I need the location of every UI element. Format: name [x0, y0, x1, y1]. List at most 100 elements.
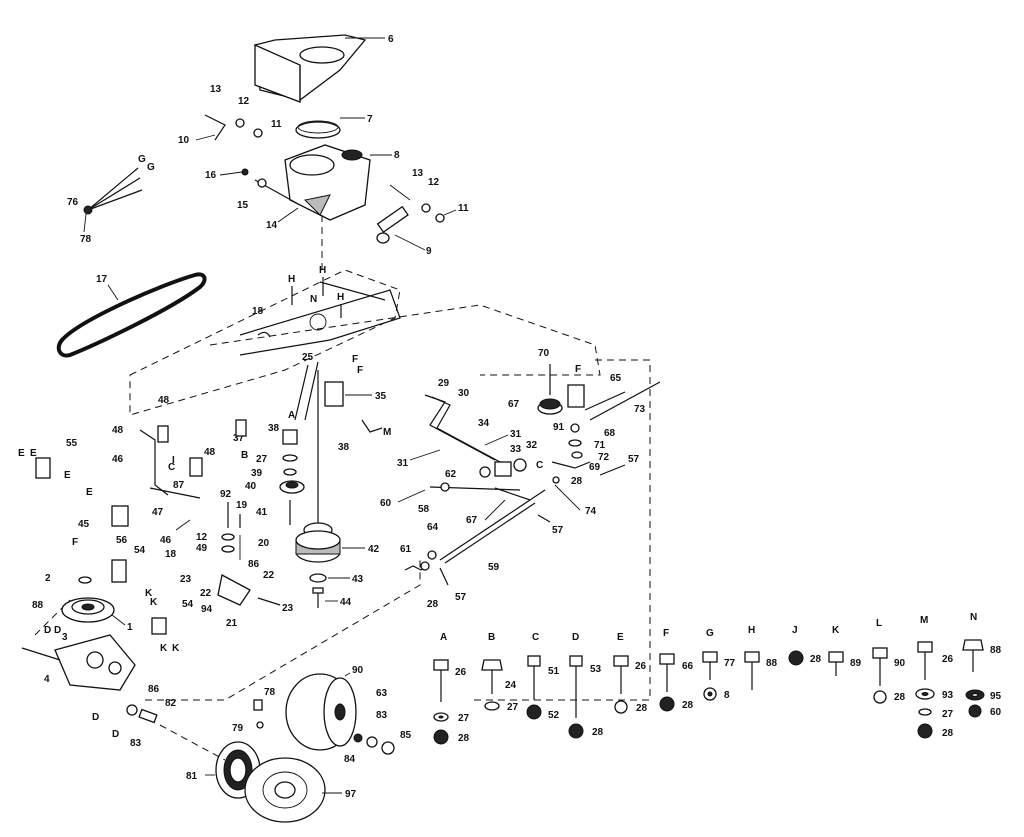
callout-95: 86	[248, 559, 260, 570]
legend-d-part-1: 53	[590, 664, 602, 675]
label-k1: K	[145, 588, 153, 599]
callout-59: 59	[488, 562, 500, 573]
label-f4: F	[575, 364, 581, 375]
callout-61: 61	[400, 544, 412, 555]
callout-69: 69	[589, 462, 601, 473]
callout-67a: 67	[508, 399, 520, 410]
label-a: A	[288, 410, 295, 421]
part-9-lever: 9 11 12 13	[376, 168, 469, 257]
callout-27: 27	[256, 454, 268, 465]
legend-key-g: G	[706, 628, 714, 639]
legend-c-part-2: 52	[548, 710, 560, 721]
callout-49: 49	[196, 543, 208, 554]
label-g2: G	[147, 162, 155, 173]
callout-57b: 57	[552, 525, 564, 536]
legend-key-e: E	[617, 632, 624, 643]
callout-56: 56	[116, 535, 128, 546]
callout-73: 73	[634, 404, 646, 415]
label-d2: D	[54, 625, 61, 636]
callout-38: 38	[268, 423, 280, 434]
legend-key-b: B	[488, 632, 495, 643]
callout-45: 45	[78, 519, 90, 530]
right-clutch-assembly: 70 67 F 65 73 91 68 71 72 69 57 28	[508, 348, 661, 487]
callout-44: 44	[340, 597, 352, 608]
legend-n: N 88 95 60	[962, 612, 1002, 718]
label-k3: K	[160, 643, 168, 654]
callout-31b: 31	[397, 458, 409, 469]
callout-4: 4	[44, 674, 50, 685]
callout-39: 39	[251, 468, 263, 479]
legend-key-n: N	[970, 612, 977, 623]
legend-key-f: F	[663, 628, 669, 639]
label-k2: K	[150, 597, 158, 608]
legend-c: C 51 52	[526, 632, 560, 721]
label-c2: C	[536, 460, 543, 471]
part-14-16-shaft: 16 15 14	[205, 168, 301, 231]
callout-54b: 54	[182, 599, 194, 610]
callout-34: 34	[478, 418, 490, 429]
callout-97: 97	[345, 789, 357, 800]
legend-key-j: J	[792, 625, 798, 636]
callout-58: 58	[418, 504, 430, 515]
part-7-ring: 7	[295, 114, 373, 139]
legend-key-c: C	[532, 632, 539, 643]
callout-62: 62	[445, 469, 457, 480]
label-k4: K	[172, 643, 180, 654]
legend-key-d: D	[572, 632, 579, 643]
label-g1: G	[138, 154, 146, 165]
legend-key-m: M	[920, 615, 928, 626]
callout-57a: 57	[455, 592, 467, 603]
callout-79: 79	[232, 723, 244, 734]
callout-48b: 48	[112, 425, 124, 436]
legend-h: H 88	[744, 625, 778, 690]
part-10-13-left-lever: 13 12 11 10	[178, 84, 282, 146]
legend-key-l: L	[876, 618, 882, 629]
label-m: M	[383, 427, 391, 438]
callout-23b: 23	[282, 603, 294, 614]
callout-17: 17	[96, 274, 108, 285]
label-d3: D	[92, 712, 99, 723]
label-d4: D	[112, 729, 119, 740]
callout-10: 10	[178, 135, 190, 146]
part-90-wheel: 90 63 83 84 85 78 79	[232, 665, 412, 765]
callout-12b: 12	[428, 177, 440, 188]
legend-b-part-1: 24	[505, 680, 517, 691]
label-e1: E	[18, 448, 25, 459]
legend-m-part-1: 26	[942, 654, 954, 665]
legend-a: A 26 27 28	[433, 632, 470, 745]
part-8-tank: 8	[284, 144, 400, 275]
callout-86: 86	[148, 684, 160, 695]
steering-assembly: 29 30 34 31 31 33 32 62 C	[397, 378, 543, 480]
legend-f: F 66 28	[659, 628, 694, 712]
callout-29: 29	[438, 378, 450, 389]
left-brackets: 48 48 46 C I 48 87 47 55 E E E	[18, 395, 216, 518]
callout-12c: 12	[196, 532, 208, 543]
callout-63: 63	[376, 688, 388, 699]
callout-84: 84	[344, 754, 356, 765]
callout-6: 6	[388, 34, 394, 45]
callout-66: 88	[32, 600, 44, 611]
callout-81: 81	[186, 771, 198, 782]
callout-22a: 22	[200, 588, 212, 599]
callout-32: 32	[526, 440, 538, 451]
callout-46a: 46	[112, 454, 124, 465]
callout-18b: 18	[165, 549, 177, 560]
legend-l-part-2: 28	[894, 692, 906, 703]
legend-j-part-1: 28	[810, 654, 822, 665]
callout-30: 30	[458, 388, 470, 399]
callout-91: 91	[553, 422, 565, 433]
legend-b-part-2: 27	[507, 702, 519, 713]
legend-a-part-2: 27	[458, 713, 470, 724]
center-lower-parts: 92 12 49 19 20 23 22 86 22 23 94 21	[180, 489, 294, 629]
center-pulley-stack: 38 27 39 40 41 37 B	[233, 419, 305, 525]
callout-15: 15	[237, 200, 249, 211]
part-17-belt: 17	[56, 272, 207, 358]
callout-78: 78	[80, 234, 92, 245]
legend-d-part-2: 28	[592, 727, 604, 738]
legend-m: M 26 93 27 28	[915, 615, 954, 739]
legend-m-part-3: 27	[942, 709, 954, 720]
callout-36: 38	[338, 442, 350, 453]
callout-12a: 12	[238, 96, 250, 107]
legend-e-part-2: 28	[636, 703, 648, 714]
